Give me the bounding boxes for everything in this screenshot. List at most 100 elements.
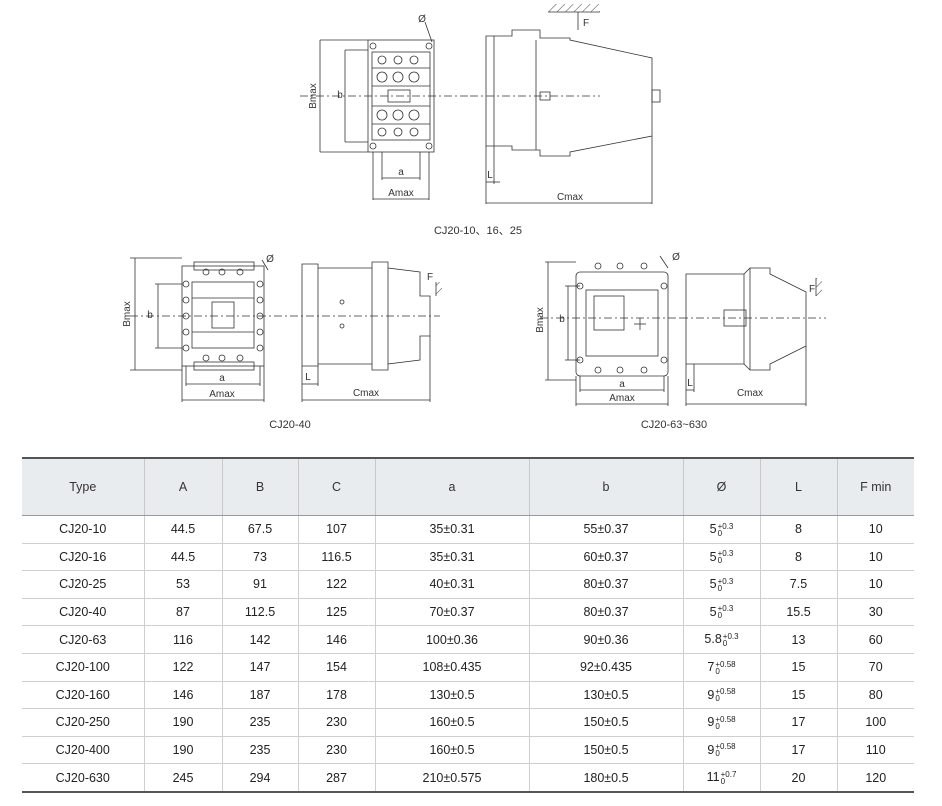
cell-a: 35±0.31 (374, 543, 529, 572)
cell-L: 7.5 (759, 570, 837, 599)
right-bmax-label: Bmax (535, 307, 546, 333)
left-f-label: F (427, 272, 433, 283)
cell-type: CJ20-400 (22, 736, 144, 765)
phi-lower: 0 (717, 556, 723, 566)
cell-B: 73 (221, 543, 298, 572)
cell-b: 90±0.36 (528, 625, 683, 654)
cell-b: 92±0.435 (528, 653, 683, 682)
header-type: Type (22, 457, 144, 516)
phi-upper: +0.3 (717, 576, 734, 586)
right-phi-label: Ø (672, 252, 680, 263)
cell-B: 235 (221, 736, 298, 765)
cell-a: 100±0.36 (374, 625, 529, 654)
left-l-label: L (305, 372, 311, 383)
header-A: A (143, 457, 222, 516)
left-a-label: a (219, 373, 225, 384)
cell-C: 107 (297, 515, 375, 544)
cell-C: 125 (297, 598, 375, 627)
cell-A: 190 (143, 736, 222, 765)
cell-b: 80±0.37 (528, 570, 683, 599)
cell-b: 55±0.37 (528, 515, 683, 544)
cell-L: 15.5 (759, 598, 837, 627)
header-a: a (374, 457, 529, 516)
cell-C: 146 (297, 625, 375, 654)
cell-b: 60±0.37 (528, 543, 683, 572)
cell-b: 150±0.5 (528, 708, 683, 737)
cell-C: 178 (297, 681, 375, 710)
left-bmax-label: Bmax (122, 301, 133, 327)
cell-C: 287 (297, 763, 375, 793)
cell-a: 108±0.435 (374, 653, 529, 682)
cell-B: 147 (221, 653, 298, 682)
phi-lower: 0 (720, 776, 726, 786)
cell-fmin: 30 (836, 598, 914, 627)
phi-nominal: 5.8 (704, 632, 722, 647)
right-front-view (540, 255, 680, 406)
phi-lower: 0 (722, 639, 728, 649)
top-front-view (300, 21, 470, 200)
cell-a: 35±0.31 (374, 515, 529, 544)
cell-type: CJ20-40 (22, 598, 144, 627)
cell-B: 294 (221, 763, 298, 793)
cell-A: 146 (143, 681, 222, 710)
phi-lower: 0 (715, 694, 720, 704)
cell-A: 122 (143, 653, 222, 682)
cell-C: 116.5 (297, 543, 375, 572)
phi-nominal: 5 (709, 521, 717, 536)
cell-fmin: 10 (836, 570, 914, 599)
right-dim-labels: Bmax b a Amax Ø Cmax L F CJ20-63~630 (535, 252, 815, 431)
cell-b: 180±0.5 (528, 763, 683, 793)
technical-drawings: Bmax b a Amax Ø Cmax L F CJ20-10、16、25 B… (122, 4, 826, 431)
phi-lower: 0 (715, 721, 720, 731)
cell-L: 13 (759, 625, 837, 654)
phi-upper: +0.3 (717, 521, 734, 531)
table-header-row: Type A B C a b Ø L F min (22, 457, 914, 516)
cell-L: 17 (759, 708, 837, 737)
header-fmin: F min (836, 457, 914, 516)
right-f-label: F (809, 284, 815, 295)
dimension-table-container: Type A B C a b Ø L F min CJ20-10 44.5 67… (22, 457, 914, 793)
top-cmax-label: Cmax (557, 192, 583, 203)
phi-lower: 0 (715, 749, 720, 759)
cell-B: 235 (221, 708, 298, 737)
cell-fmin: 80 (836, 681, 914, 710)
phi-nominal: 5 (709, 577, 717, 592)
top-l-label: L (487, 170, 493, 181)
phi-upper: +0.3 (717, 549, 734, 559)
phi-upper: +0.58 (715, 714, 736, 724)
header-L: L (759, 457, 837, 516)
cell-fmin: 10 (836, 543, 914, 572)
cell-type: CJ20-10 (22, 515, 144, 544)
table-row: CJ20-16 44.5 73 116.5 35±0.31 60±0.37 5+… (22, 543, 914, 572)
phi-upper: +0.3 (717, 604, 734, 614)
cell-a: 210±0.575 (374, 763, 529, 793)
cell-L: 20 (759, 763, 837, 793)
left-cmax-label: Cmax (353, 388, 379, 399)
cell-C: 230 (297, 708, 375, 737)
table-row: CJ20-63 116 142 146 100±0.36 90±0.36 5.8… (22, 625, 914, 654)
cell-fmin: 100 (836, 708, 914, 737)
cell-fmin: 10 (836, 515, 914, 544)
phi-nominal: 5 (709, 604, 717, 619)
cell-fmin: 70 (836, 653, 914, 682)
header-B: B (221, 457, 298, 516)
cell-type: CJ20-160 (22, 681, 144, 710)
cell-B: 67.5 (221, 515, 298, 544)
phi-nominal: 11 (706, 770, 720, 785)
cell-b: 80±0.37 (528, 598, 683, 627)
cell-B: 91 (221, 570, 298, 599)
right-l-label: L (687, 378, 693, 389)
cell-fmin: 120 (836, 763, 914, 793)
cell-A: 245 (143, 763, 222, 793)
